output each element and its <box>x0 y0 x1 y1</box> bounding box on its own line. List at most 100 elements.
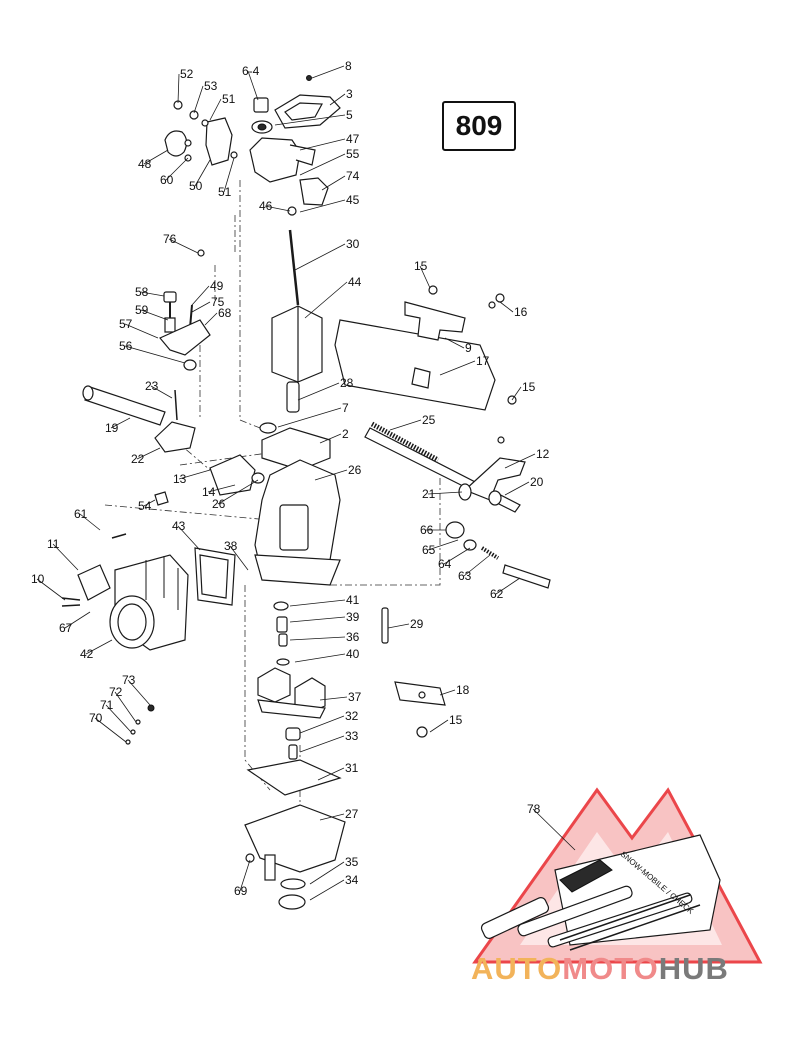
callout-leader <box>304 281 348 319</box>
callout-leader <box>319 696 348 701</box>
callout-number: 66 <box>420 523 434 537</box>
callout-number: 22 <box>131 452 145 466</box>
callout-leader <box>140 309 169 321</box>
callout-leader <box>532 808 576 851</box>
callout-number: 21 <box>422 487 436 501</box>
callout-number: 17 <box>476 354 490 368</box>
callout-leader <box>191 301 211 313</box>
callout-leader <box>124 345 186 364</box>
callout-number: 15 <box>449 713 463 727</box>
callout-number: 25 <box>422 413 436 427</box>
callout-leader <box>504 453 536 469</box>
callout-number: 49 <box>210 279 224 293</box>
callout-leader <box>294 653 346 663</box>
throttle-linkage-parts <box>82 291 211 453</box>
callout-leader <box>194 159 211 187</box>
callout-leader <box>289 599 346 607</box>
callout-number: 40 <box>346 647 360 661</box>
callout-number: 6-4 <box>242 64 260 78</box>
callout-leader <box>217 479 259 505</box>
callout-leader <box>85 639 113 655</box>
callout-leader-lines <box>36 65 576 901</box>
callout-number: 74 <box>346 169 360 183</box>
throttle-body <box>61 533 236 745</box>
callout-number: 26 <box>348 463 362 477</box>
callout-leader <box>511 386 522 401</box>
callout-leader <box>143 149 169 165</box>
callout-number: 42 <box>80 647 94 661</box>
callout-leader <box>329 93 346 106</box>
callout-number: 78 <box>527 802 541 816</box>
callout-leader <box>193 85 204 114</box>
callout-leader <box>229 545 249 571</box>
callout-number: 39 <box>346 610 360 624</box>
callout-number: 23 <box>145 379 159 393</box>
callout-number: 28 <box>340 376 354 390</box>
callout-leader <box>79 513 101 531</box>
callout-leader <box>299 715 345 734</box>
callout-number: 44 <box>348 275 362 289</box>
callout-number: 64 <box>438 557 452 571</box>
callout-number: 36 <box>346 630 360 644</box>
callout-number: 13 <box>173 472 187 486</box>
callout-number: 15 <box>414 259 428 273</box>
callout-number: 50 <box>189 179 203 193</box>
callout-number: 34 <box>345 873 359 887</box>
callout-leader <box>299 138 346 151</box>
callout-number: 53 <box>204 79 218 93</box>
callout-leader <box>143 499 156 507</box>
watermark-brand-hub: HUB <box>658 951 729 986</box>
watermark-brand-moto: MOTO <box>562 951 659 986</box>
callout-leader <box>427 491 463 495</box>
callout-number: 67 <box>59 621 73 635</box>
top-cover-parts <box>164 75 341 216</box>
callout-number: 51 <box>222 92 236 106</box>
callout-leader <box>429 719 449 733</box>
callout-number: 43 <box>172 519 186 533</box>
callout-number: 57 <box>119 317 133 331</box>
callout-number: 47 <box>346 132 360 146</box>
callout-leader <box>299 153 346 176</box>
callout-leader <box>140 291 165 297</box>
callout-number: 38 <box>224 539 238 553</box>
callout-leader <box>124 323 159 339</box>
callout-leader <box>319 433 342 444</box>
callout-number: 54 <box>138 499 152 513</box>
callout-number: 19 <box>105 421 119 435</box>
callout-leader <box>309 861 345 885</box>
callout-leader <box>499 301 514 313</box>
callout-number: 62 <box>490 587 504 601</box>
callout-number: 7 <box>342 401 349 415</box>
tool-kit-illustration: SNOW-MOBILE / CHECK <box>480 834 721 951</box>
callout-number: 18 <box>456 683 470 697</box>
callout-number: 9 <box>465 341 472 355</box>
callout-leader <box>319 813 345 821</box>
callout-leader <box>191 285 210 306</box>
callout-leader <box>427 539 459 551</box>
callout-number: 16 <box>514 305 528 319</box>
callout-leader <box>114 691 137 723</box>
mounting-bracket-parts <box>394 681 446 738</box>
callout-number: 45 <box>346 193 360 207</box>
callout-leader <box>52 543 79 571</box>
callout-number: 37 <box>348 690 362 704</box>
callout-number: 63 <box>458 569 472 583</box>
callout-number: 76 <box>163 232 177 246</box>
callout-number: 59 <box>135 303 149 317</box>
callout-leader <box>178 469 211 480</box>
callout-leader <box>321 175 346 191</box>
callout-number: 56 <box>119 339 133 353</box>
callout-number: 60 <box>160 173 174 187</box>
callout-leader <box>209 98 222 121</box>
callout-number: 5 <box>346 108 353 122</box>
callout-leader <box>389 419 422 431</box>
callout-leader <box>247 70 259 101</box>
callout-number: 3 <box>346 87 353 101</box>
callout-number: 26 <box>212 497 226 511</box>
callout-leader <box>314 469 348 481</box>
callout-leader <box>223 157 235 193</box>
callout-leader <box>94 717 127 743</box>
